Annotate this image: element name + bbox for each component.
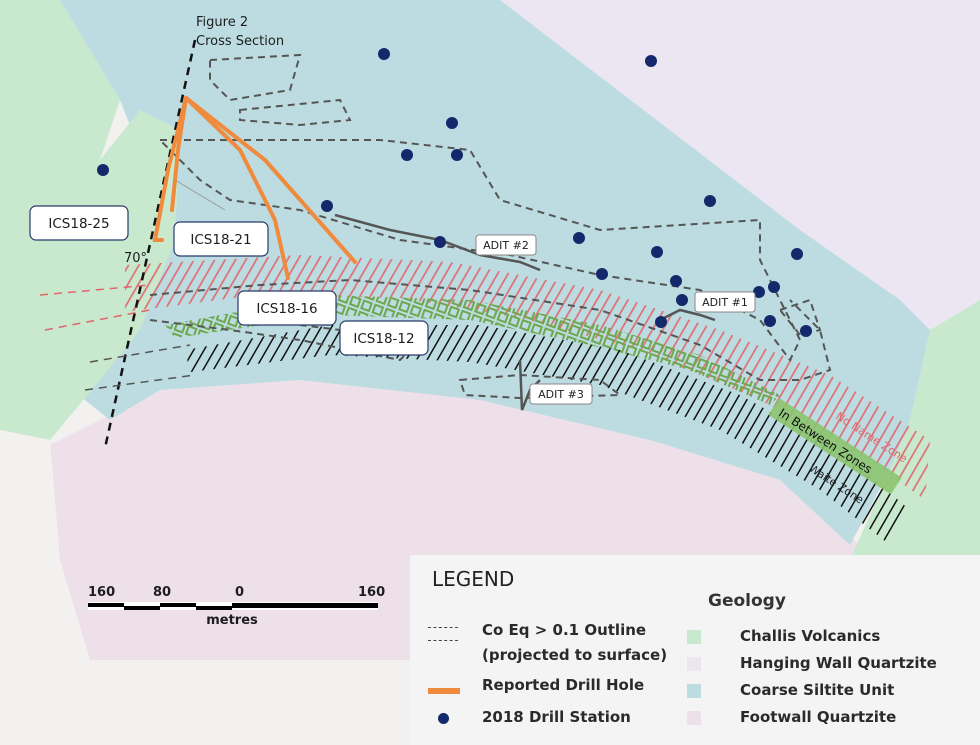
drill-hole-label-ics18-21: ICS18-21: [173, 221, 269, 257]
legend-outline-line2: (projected to surface): [482, 646, 668, 664]
svg-text:ICS18-12: ICS18-12: [353, 331, 414, 347]
drill-station: [321, 200, 333, 212]
svg-text:160: 160: [358, 585, 385, 600]
leader-line: [174, 179, 226, 211]
svg-text:80: 80: [153, 585, 171, 600]
drill-station: [401, 149, 413, 161]
drill-station: [670, 275, 682, 287]
in-between-zone: [165, 295, 780, 405]
drill-hole-ics18-12: [184, 96, 357, 264]
drill-hole-ics18-21: [170, 96, 188, 212]
legend-hanging-wall: Hanging Wall Quartzite: [740, 654, 937, 672]
legend-drill-hole: Reported Drill Hole: [482, 676, 645, 694]
svg-text:ADIT #3: ADIT #3: [538, 388, 584, 401]
legend: LEGEND Geology Co Eq > 0.1 Outline (proj…: [410, 555, 980, 745]
drill-stations: [97, 48, 812, 337]
drill-station: [791, 248, 803, 260]
svg-text:160: 160: [88, 585, 115, 600]
svg-text:ICS18-16: ICS18-16: [256, 301, 317, 317]
drill-hole-swatch: [428, 688, 460, 694]
drill-station: [645, 55, 657, 67]
legend-drill-station: 2018 Drill Station: [482, 708, 631, 726]
legend-title: LEGEND: [432, 567, 515, 591]
adit-label-1: ADIT #1: [694, 291, 756, 313]
drill-hole-ics18-16: [184, 96, 290, 280]
svg-text:0: 0: [235, 585, 244, 600]
adit-label-2: ADIT #2: [475, 234, 537, 256]
svg-text:metres: metres: [206, 613, 258, 628]
footwall-quartzite-area: [40, 380, 860, 660]
drill-station: [655, 316, 667, 328]
svg-text:ICS18-25: ICS18-25: [48, 216, 109, 232]
legend-outline-line1: Co Eq > 0.1 Outline: [482, 621, 647, 639]
drill-station: [451, 149, 463, 161]
drill-station: [378, 48, 390, 60]
svg-text:ADIT #1: ADIT #1: [702, 296, 748, 309]
drill-station-icon: [438, 713, 449, 724]
reported-drill-holes: [152, 96, 357, 280]
drill-station: [97, 164, 109, 176]
waite-zone: [185, 325, 910, 545]
section-label-line2: Cross Section: [196, 34, 284, 49]
legend-challis-volcanics: Challis Volcanics: [740, 627, 881, 645]
drill-hole-label-ics18-25: ICS18-25: [29, 205, 129, 241]
drill-station: [446, 117, 458, 129]
drill-station: [753, 286, 765, 298]
drill-station: [573, 232, 585, 244]
dip-label: 70°: [124, 251, 147, 266]
drill-station: [434, 236, 446, 248]
drill-hole-label-ics18-16: ICS18-16: [237, 290, 337, 326]
section-tick-lines: [39, 284, 196, 391]
drill-hole-ics18-25: [152, 96, 188, 242]
outline-swatch: [428, 627, 458, 641]
drill-station: [800, 325, 812, 337]
footwall-swatch: [687, 711, 701, 725]
drill-station: [768, 281, 780, 293]
legend-footwall: Footwall Quartzite: [740, 708, 897, 726]
drill-station: [764, 315, 776, 327]
drill-station: [651, 246, 663, 258]
hanging-wall-swatch: [687, 657, 701, 671]
drill-station: [676, 294, 688, 306]
no-name-zone: [125, 255, 930, 500]
section-label-line1: Figure 2: [196, 15, 248, 30]
drill-station: [596, 268, 608, 280]
light-area-lower-left: [0, 430, 90, 660]
legend-coarse-siltite: Coarse Siltite Unit: [740, 681, 895, 699]
hanging-wall-quartzite-area: [500, 0, 980, 330]
scale-bar: 160 80 0 160 metres: [88, 585, 385, 628]
svg-text:ICS18-21: ICS18-21: [190, 232, 251, 248]
drill-station: [704, 195, 716, 207]
challis-volcanics-swatch: [687, 630, 701, 644]
svg-text:ADIT #2: ADIT #2: [483, 239, 529, 252]
coarse-siltite-swatch: [687, 684, 701, 698]
geology-title: Geology: [708, 591, 786, 611]
drill-hole-label-ics18-12: ICS18-12: [339, 320, 429, 356]
adit-label-3: ADIT #3: [529, 383, 593, 405]
